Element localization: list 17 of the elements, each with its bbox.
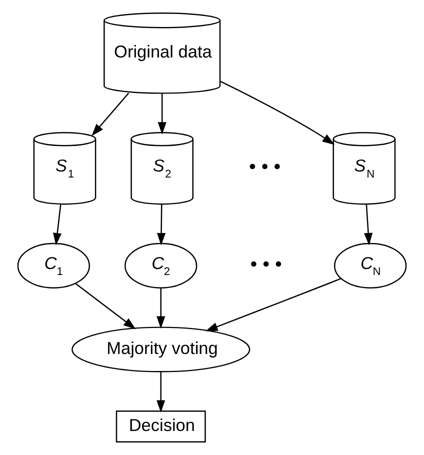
node-ellipse: Majority voting	[72, 326, 250, 372]
arrow	[156, 204, 166, 246]
node-ellipse: C$_{N}$	[334, 242, 407, 288]
arrow	[158, 94, 166, 134]
arrow	[74, 282, 136, 330]
arrow	[220, 80, 335, 145]
arrow	[205, 278, 341, 332]
arrow	[53, 204, 62, 246]
arrow	[364, 204, 373, 246]
arrow	[92, 92, 130, 136]
label: • • •	[250, 253, 282, 276]
node-ellipse: C$_{1}$	[17, 242, 90, 288]
arrow	[156, 288, 166, 329]
node-ellipse: C$_{2}$	[124, 242, 198, 288]
arrow	[156, 372, 166, 413]
node-box: Decision	[116, 410, 206, 443]
label: • • •	[248, 156, 281, 178]
